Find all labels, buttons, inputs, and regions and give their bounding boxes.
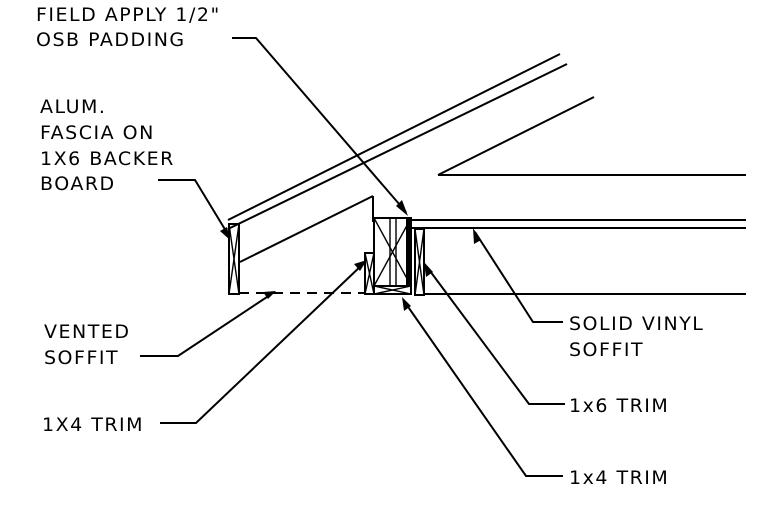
rafter-tail-line: [239, 195, 374, 263]
lower-roof-line: [437, 96, 746, 176]
leader-1x6: [424, 262, 565, 405]
label-solid-vinyl: SOLID VINYL: [569, 313, 704, 335]
label-1x4-trim-right: 1x4 TRIM: [569, 467, 669, 489]
fascia-board: [228, 223, 240, 295]
beam-block: [373, 217, 412, 287]
solid-soffit-line: [411, 219, 746, 229]
label-field-apply: FIELD APPLY 1/2": [36, 4, 221, 26]
label-1x6-backer: 1X6 BACKER: [40, 148, 175, 170]
label-osb-padding: OSB PADDING: [36, 29, 186, 51]
leader-osb: [232, 37, 408, 216]
leader-1x4-left: [160, 260, 367, 424]
label-solid-soffit: SOFFIT: [569, 339, 644, 361]
label-1x6-trim: 1x6 TRIM: [569, 395, 669, 417]
label-vented-soffit: SOFFIT: [44, 347, 119, 369]
label-vented: VENTED: [44, 321, 130, 343]
trim-1x4-bottom-shape: [373, 285, 412, 295]
label-1x4-trim-left: 1X4 TRIM: [42, 414, 144, 436]
leader-fascia: [158, 179, 230, 240]
trim-1x4-left-shape: [364, 252, 375, 295]
label-board: BOARD: [40, 173, 116, 195]
label-alum: ALUM.: [40, 96, 106, 118]
upper-roof-line: [227, 53, 568, 230]
trim-1x6-shape: [414, 228, 425, 296]
label-fascia-on: FASCIA ON: [40, 122, 155, 144]
leader-1x4-right: [402, 297, 563, 477]
leader-vented: [140, 291, 276, 357]
osb-padding: [406, 218, 411, 286]
leader-solid: [473, 228, 563, 323]
